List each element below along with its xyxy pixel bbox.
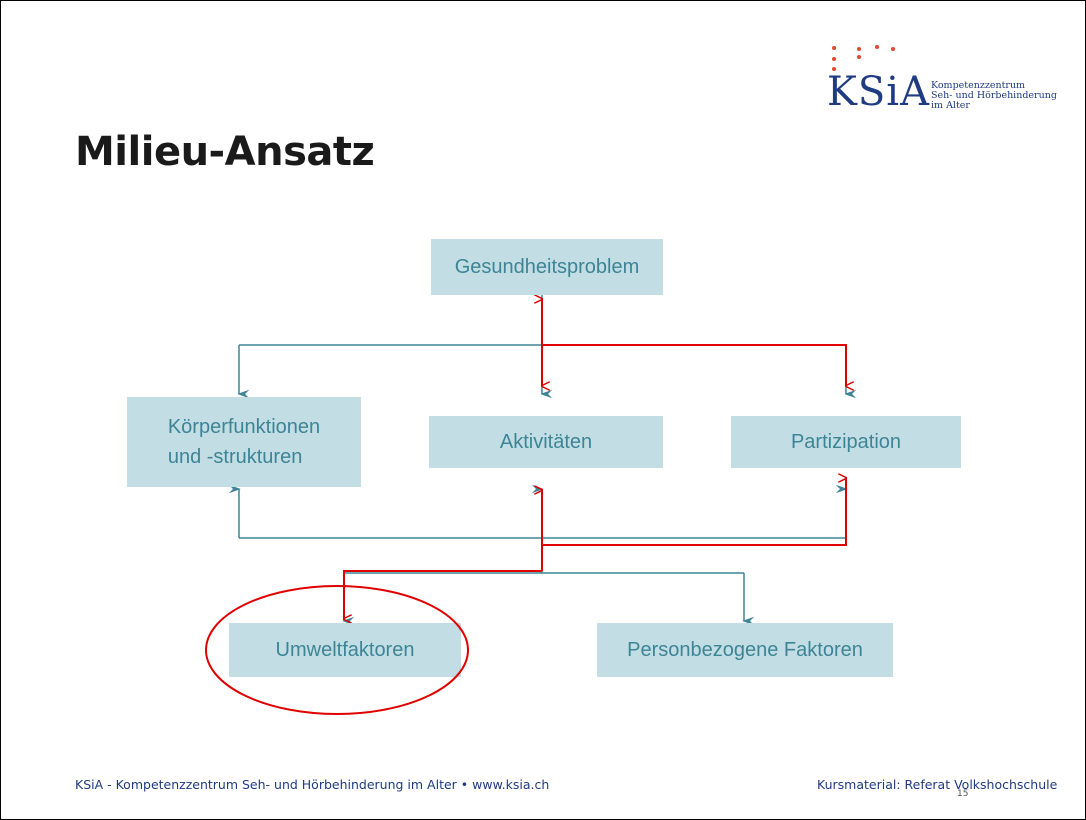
logo-dot: [875, 45, 879, 49]
box-label: Partizipation: [790, 431, 902, 453]
box-koerperfunktionen: Körperfunktionen und -strukturen: [127, 397, 361, 487]
page-number: 15: [957, 789, 969, 799]
footer-right: Kursmaterial: Referat Volkshochschule: [817, 777, 1058, 792]
box-personbezogene-faktoren: Personbezogene Faktoren: [597, 623, 893, 677]
box-label: Körperfunktionen und -strukturen: [167, 416, 321, 468]
logo-dot: [832, 46, 836, 50]
box-label: Aktivitäten: [499, 431, 593, 453]
box-umweltfaktoren: Umweltfaktoren: [229, 623, 461, 677]
red-to-partizipation-up: [542, 478, 847, 546]
page-title: Milieu-Ansatz: [75, 129, 375, 175]
box-label: Personbezogene Faktoren: [627, 639, 863, 661]
red-to-partizipation: [542, 344, 846, 386]
logo-dot: [857, 47, 861, 51]
ksia-logo: KSiA Kompetenzzentrum Seh- und Hörbehind…: [827, 43, 1067, 123]
red-to-umwelt: [343, 570, 542, 619]
logo-wordmark: KSiA: [827, 69, 930, 115]
logo-dot: [857, 55, 861, 59]
logo-dot: [832, 57, 836, 61]
box-label: Umweltfaktoren: [275, 639, 415, 661]
footer-left: KSiA - Kompetenzzentrum Seh- und Hörbehi…: [75, 777, 550, 792]
box-aktivitaeten: Aktivitäten: [429, 416, 663, 468]
logo-subtitle: Kompetenzzentrum Seh- und Hörbehinderung…: [931, 80, 1057, 111]
box-label: Gesundheitsproblem: [454, 256, 640, 278]
box-partizipation: Partizipation: [731, 416, 961, 468]
box-gesundheitsproblem: Gesundheitsproblem: [431, 239, 663, 295]
logo-dot: [832, 67, 836, 71]
logo-dot: [891, 47, 895, 51]
